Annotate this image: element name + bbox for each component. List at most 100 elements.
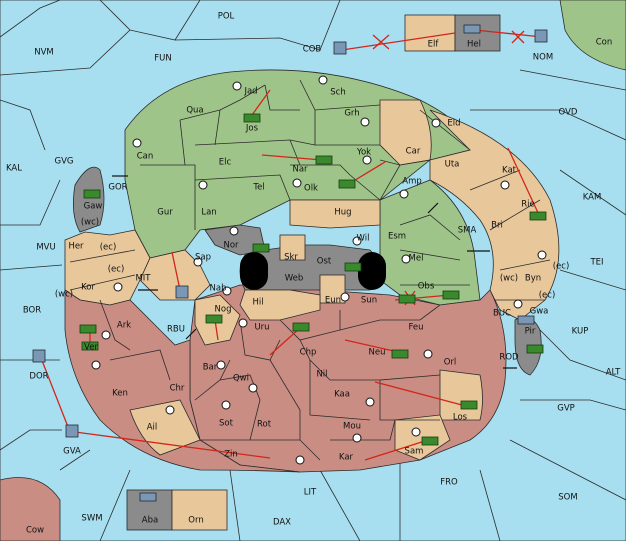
fleet-unit[interactable] [463, 24, 481, 34]
army-unit[interactable] [81, 341, 99, 351]
region-red-west [64, 289, 301, 473]
label-bor: BOR [23, 306, 41, 316]
region-cow[interactable] [0, 477, 61, 541]
supply-center [513, 299, 523, 309]
label-mou: Mou [343, 422, 361, 432]
label-kup: KUP [572, 327, 589, 337]
army-unit[interactable] [338, 179, 356, 189]
label-gvp: GVP [557, 404, 575, 414]
region-elf[interactable] [404, 14, 456, 52]
supply-center [232, 81, 242, 91]
region-gaw[interactable] [72, 166, 105, 233]
fleet-unit[interactable] [534, 29, 548, 43]
supply-center [221, 400, 231, 410]
label-jad: Jad [243, 87, 257, 97]
region-skr[interactable] [279, 234, 306, 261]
label-web: Web [285, 274, 304, 284]
army-unit[interactable] [391, 349, 409, 359]
label-rod: ROD [499, 353, 519, 363]
supply-center [165, 405, 175, 415]
label-elf: Elf [428, 40, 440, 50]
label-kam: KAM [583, 193, 602, 203]
army-unit[interactable] [79, 324, 97, 334]
label-grh: Grh [344, 109, 359, 119]
army-unit[interactable] [460, 400, 478, 410]
label-gaw: Gaw [84, 202, 103, 212]
supply-center [229, 226, 239, 236]
label-kal: KAL [6, 164, 22, 174]
army-unit[interactable] [398, 294, 416, 304]
fleet-unit[interactable] [333, 41, 347, 55]
supply-center [318, 75, 328, 85]
supply-center [132, 138, 142, 148]
label-kat: Kat [502, 166, 517, 176]
label-chr: Chr [170, 384, 185, 394]
army-unit[interactable] [529, 211, 547, 221]
label-rbu: RBU [167, 325, 185, 335]
label-sap: Sap [195, 253, 211, 263]
army-unit[interactable] [344, 262, 362, 272]
label-mel: Mel [409, 254, 424, 264]
label-nab: Nab [210, 284, 227, 294]
label-sch: Sch [330, 88, 345, 98]
label-cow: Cow [26, 526, 44, 536]
label-sun: Sun [361, 296, 377, 306]
label-zin: Zin [224, 450, 238, 460]
supply-center [537, 250, 547, 260]
label-dax: DAX [273, 518, 291, 528]
region-orn[interactable] [171, 489, 228, 531]
army-unit[interactable] [442, 290, 460, 300]
region-hil[interactable] [239, 289, 321, 321]
army-unit[interactable] [292, 322, 310, 332]
label-cob: COB [303, 45, 322, 55]
supply-center [423, 349, 433, 359]
supply-center [222, 286, 232, 296]
label-fun: FUN [154, 54, 171, 64]
region-sap[interactable] [139, 249, 211, 301]
label-uta: Uta [445, 160, 460, 170]
label-con: Con [596, 38, 613, 48]
label-kar: Kar [339, 453, 354, 463]
fleet-unit[interactable] [139, 492, 157, 502]
label-gva: GVA [63, 447, 81, 457]
label-kor: Kor [81, 283, 95, 293]
label-rie: Rie [521, 200, 535, 210]
label-skr: Skr [284, 253, 298, 263]
label-swm: SWM [81, 514, 102, 524]
army-unit[interactable] [205, 314, 223, 324]
label-olk: Olk [304, 184, 318, 194]
label-gvg: GVG [55, 157, 74, 167]
label-nar: Nar [292, 165, 308, 175]
supply-center [238, 318, 248, 328]
supply-center [352, 433, 362, 443]
supply-center [399, 189, 409, 199]
army-unit[interactable] [421, 436, 439, 446]
lake-cap-east [358, 252, 386, 290]
fleet-unit[interactable] [65, 424, 79, 438]
label-uru: Uru [254, 323, 269, 333]
label-nom: NOM [533, 53, 553, 63]
label-eld: Eld [447, 119, 460, 129]
region-labels: POL NVM FUN COB Elf Hel NOM Con OVD KAL … [6, 12, 621, 536]
army-unit[interactable] [315, 155, 333, 165]
label-ovd: OVD [559, 108, 578, 118]
supply-center [431, 118, 441, 128]
army-unit[interactable] [252, 243, 270, 253]
label-pol: POL [218, 12, 235, 22]
label-mvu: MVU [36, 243, 55, 253]
label-rot: Rot [257, 420, 272, 430]
army-unit[interactable] [526, 344, 544, 354]
label-dor: DOR [29, 372, 48, 382]
label-gur: Gur [157, 208, 173, 218]
connection-arrows [112, 175, 517, 369]
label-fro: FRO [440, 478, 458, 488]
label-wil: Wil [357, 234, 370, 244]
army-unit[interactable] [83, 189, 101, 199]
fleet-unit[interactable] [175, 285, 189, 299]
region-hug[interactable] [289, 199, 381, 229]
label-ail: Ail [147, 423, 158, 433]
supply-center [193, 257, 203, 267]
army-unit[interactable] [243, 113, 261, 123]
fleet-unit[interactable] [517, 315, 535, 325]
fleet-unit[interactable] [32, 349, 46, 363]
